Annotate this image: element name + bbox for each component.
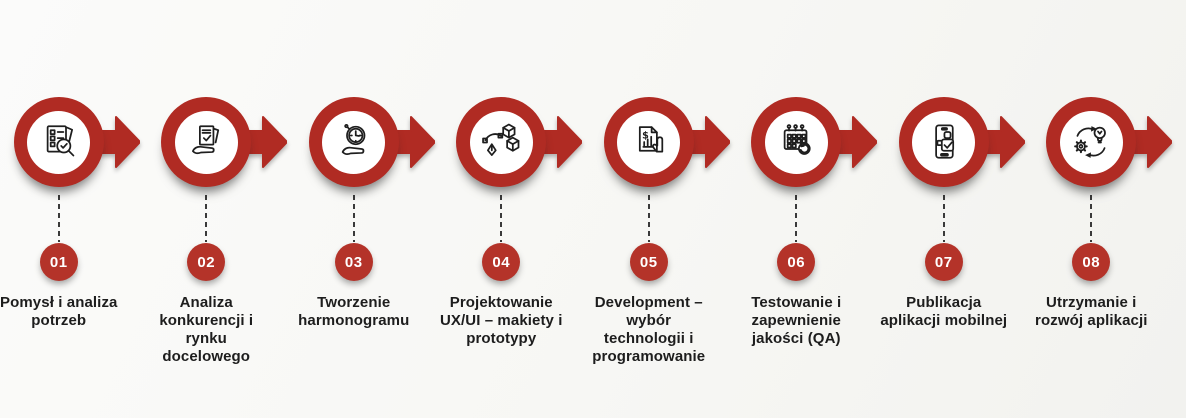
dashed-connector xyxy=(205,195,208,242)
step-circle xyxy=(13,97,104,187)
step-bubble xyxy=(1046,97,1173,187)
hand-document-check-icon xyxy=(185,121,227,163)
step-icon-disc: $ xyxy=(617,110,681,174)
step-label: Utrzymanie i rozwój aplikacji xyxy=(1035,294,1148,329)
dashed-connector xyxy=(352,195,355,242)
step-icon-disc xyxy=(174,110,238,174)
process-step: 01 Pomysł i analiza potrzeb xyxy=(0,97,140,366)
process-step: 07 Publikacja aplikacji mobilnej xyxy=(870,97,1025,366)
step-number-badge: 04 xyxy=(482,243,521,281)
pen-tool-cubes-icon xyxy=(480,121,522,163)
step-label: Pomysł i analiza potrzeb xyxy=(0,294,118,329)
arrow-right-icon xyxy=(245,116,288,168)
process-step: 02 Analiza konkurencji i rynku doceloweg… xyxy=(133,97,288,366)
svg-text:$: $ xyxy=(642,131,649,142)
step-label: Projektowanie UX/UI – makiety i prototyp… xyxy=(439,294,563,347)
arrow-right-icon xyxy=(97,116,140,168)
step-circle xyxy=(898,97,989,187)
step-icon-disc xyxy=(469,110,533,174)
document-chart-hand-icon: $ xyxy=(628,121,670,163)
checklist-magnifier-icon xyxy=(38,121,80,163)
process-step: 04 Projektowanie UX/UI – makiety i proto… xyxy=(428,97,583,366)
smartphone-check-icon xyxy=(923,121,965,163)
arrow-right-icon xyxy=(687,116,730,168)
dashed-connector xyxy=(500,195,503,242)
step-number-badge: 01 xyxy=(39,243,78,281)
step-icon-disc xyxy=(1059,110,1123,174)
calendar-refresh-icon xyxy=(775,121,817,163)
step-number: 06 xyxy=(787,253,806,271)
step-number-badge: 07 xyxy=(924,243,963,281)
step-bubble xyxy=(751,97,878,187)
arrow-right-icon xyxy=(540,116,583,168)
gear-cycle-bulb-icon xyxy=(1070,121,1112,163)
step-bubble xyxy=(161,97,288,187)
step-icon-disc xyxy=(764,110,828,174)
dashed-connector xyxy=(795,195,798,242)
step-icon-disc xyxy=(27,110,91,174)
step-circle xyxy=(751,97,842,187)
step-label: Testowanie i zapewnienie jakości (QA) xyxy=(751,294,842,347)
step-circle xyxy=(1046,97,1137,187)
step-label: Analiza konkurencji i rynku docelowego xyxy=(159,294,254,365)
step-number: 02 xyxy=(197,253,216,271)
step-bubble xyxy=(308,97,435,187)
dashed-connector xyxy=(57,195,60,242)
step-number: 03 xyxy=(344,253,363,271)
step-number-badge: 02 xyxy=(187,243,226,281)
step-icon-disc xyxy=(912,110,976,174)
step-circle xyxy=(456,97,547,187)
step-label: Publikacja aplikacji mobilnej xyxy=(880,294,1008,329)
process-step: 03 Tworzenie harmonogramu xyxy=(280,97,435,366)
step-bubble xyxy=(898,97,1025,187)
step-number-badge: 03 xyxy=(334,243,373,281)
step-number: 07 xyxy=(934,253,953,271)
step-circle: $ xyxy=(603,97,694,187)
process-step: 06 Testowanie i zapewnienie jakości (QA) xyxy=(723,97,878,366)
step-bubble xyxy=(456,97,583,187)
arrow-right-icon xyxy=(835,116,878,168)
dashed-connector xyxy=(942,195,945,242)
dashed-connector xyxy=(1090,195,1093,242)
step-bubble xyxy=(13,97,140,187)
step-circle xyxy=(308,97,399,187)
step-number: 04 xyxy=(492,253,511,271)
hand-clock-icon xyxy=(333,121,375,163)
step-label: Tworzenie harmonogramu xyxy=(298,294,410,329)
step-number-badge: 05 xyxy=(629,243,668,281)
step-number-badge: 08 xyxy=(1072,243,1111,281)
process-step: $ 05 Development – wybór technologii i p… xyxy=(575,97,730,366)
step-number-badge: 06 xyxy=(777,243,816,281)
step-number: 05 xyxy=(639,253,658,271)
arrow-right-icon xyxy=(392,116,435,168)
step-label: Development – wybór technologii i progra… xyxy=(592,294,706,365)
step-number: 08 xyxy=(1082,253,1101,271)
step-bubble: $ xyxy=(603,97,730,187)
dashed-connector xyxy=(647,195,650,242)
arrow-right-icon xyxy=(982,116,1025,168)
process-step: 08 Utrzymanie i rozwój aplikacji xyxy=(1018,97,1173,366)
process-timeline: 01 Pomysł i analiza potrzeb 02 Analiza k… xyxy=(0,97,1173,366)
step-icon-disc xyxy=(322,110,386,174)
step-number: 01 xyxy=(49,253,68,271)
arrow-right-icon xyxy=(1130,116,1173,168)
step-circle xyxy=(161,97,252,187)
